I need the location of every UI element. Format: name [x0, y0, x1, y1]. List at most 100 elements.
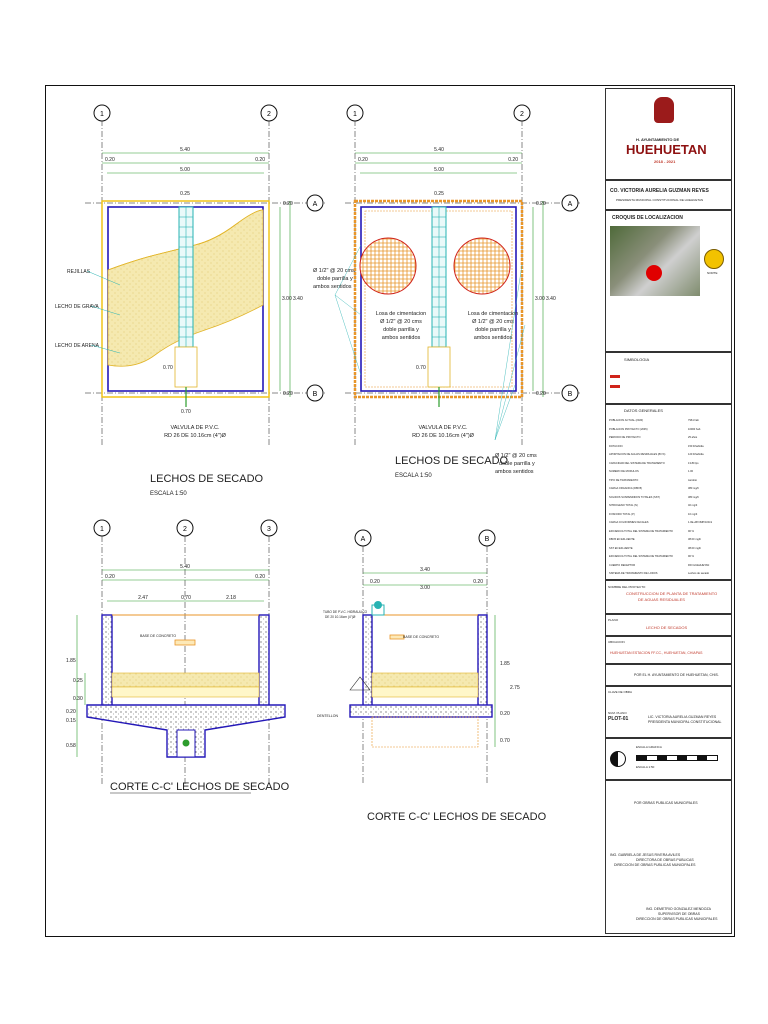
plan-1-title: LECHOS DE SECADO — [150, 473, 264, 485]
datos-label: CUERPO RECEPTOR — [609, 563, 636, 567]
axis-bubble-s1-3: 3 — [260, 519, 278, 537]
datos-value: 38.00 mg/lt — [688, 546, 701, 550]
svg-text:0.70: 0.70 — [416, 365, 426, 371]
svg-text:TUBO DE P.V.C. HIDRAULICO: TUBO DE P.V.C. HIDRAULICO — [323, 610, 368, 614]
valve-label-1: VALVULA DE P.V.C. — [170, 425, 219, 431]
svg-text:0.20: 0.20 — [508, 157, 518, 163]
axis-bubble-s1-1: 1 — [93, 519, 111, 537]
scale-icon — [610, 751, 626, 767]
datos-label: NITROGENO TOTAL (N) — [609, 504, 638, 507]
svg-text:Losa de cimentacion: Losa de cimentacion — [468, 311, 518, 317]
datos-row: CARGA ORGANICA (DBO5)380 mg/lt — [606, 485, 733, 493]
datos-row: EFICIENCIA TOTAL DEL SISTEMA DE TRATAMIE… — [606, 528, 733, 536]
svg-text:0.20: 0.20 — [283, 201, 293, 207]
svg-text:2: 2 — [183, 526, 187, 533]
datos-value: 25 años — [688, 436, 698, 439]
datos-row: SST EN EFLUENTE 38.00 mg/lt — [606, 545, 733, 553]
svg-text:1: 1 — [100, 111, 104, 118]
north-arrow-icon — [704, 249, 724, 269]
por-panel: POR EL H. AYUNTAMIENTO DE HUEHUETAN, CHI… — [605, 664, 732, 686]
svg-text:0.15: 0.15 — [66, 718, 76, 724]
location-marker — [646, 265, 662, 281]
svg-text:B: B — [313, 391, 318, 398]
plano-panel: PLANO LECHO DE SECADOS — [605, 614, 732, 636]
drawing-frame — [45, 85, 735, 937]
datos-row: NITROGENO TOTAL (N) 40 mg/lt — [606, 502, 733, 510]
section-2-title: CORTE C-C' LECHOS DE SECADO — [367, 811, 547, 823]
datos-label: SST EN EFLUENTE — [609, 546, 633, 550]
datos-value: 40 mg/lt — [688, 504, 698, 507]
label-arena: LECHO DE ARENA — [55, 343, 100, 349]
title-block: H. AYUNTAMIENTO DE HUEHUETAN 2018 - 2021… — [605, 88, 732, 934]
svg-text:DENTELLON: DENTELLON — [317, 714, 338, 718]
section-1-title: CORTE C-C' LECHOS DE SECADO — [110, 781, 290, 793]
datos-value: RIO HUEHUETAN — [688, 563, 710, 567]
svg-text:Ø 1/2" @ 20 cms: Ø 1/2" @ 20 cms — [472, 319, 514, 325]
svg-text:doble parrilla y: doble parrilla y — [317, 276, 353, 282]
svg-text:0.25: 0.25 — [73, 678, 83, 684]
svg-text:2.18: 2.18 — [226, 595, 236, 601]
datos-value: 1.0E+08 NMP/100ml — [688, 521, 713, 524]
svg-text:0.20: 0.20 — [358, 157, 368, 163]
svg-text:0.70: 0.70 — [181, 409, 191, 415]
svg-text:0.20: 0.20 — [105, 574, 115, 580]
datos-row: APORTACION DE AGUAS RESIDUALES (80 %) 120… — [606, 451, 733, 459]
svg-text:ambos sentidos: ambos sentidos — [474, 335, 513, 341]
svg-text:BASE DE CONCRETO: BASE DE CONCRETO — [140, 634, 176, 638]
axis-bubble-s2-b: B — [478, 529, 496, 547]
scale-bar — [636, 755, 718, 761]
svg-text:0.20: 0.20 — [283, 391, 293, 397]
datos-label: APORTACION DE AGUAS RESIDUALES (80 %) — [609, 453, 666, 456]
svg-text:2: 2 — [267, 111, 271, 118]
svg-text:2.47: 2.47 — [138, 595, 148, 601]
svg-text:3.40: 3.40 — [293, 296, 303, 302]
datos-value: 10000 hab — [688, 427, 701, 431]
svg-text:ESCALA 1:50: ESCALA 1:50 — [150, 491, 187, 497]
axis-bubble-1: 1 — [93, 104, 111, 122]
svg-text:0.20: 0.20 — [473, 579, 483, 585]
axis-bubble-b: B — [306, 384, 324, 402]
svg-text:0.58: 0.58 — [66, 743, 76, 749]
svg-text:Ø 1/2" @ 20 cms: Ø 1/2" @ 20 cms — [495, 453, 537, 459]
svg-text:1: 1 — [353, 111, 357, 118]
location-map — [610, 226, 700, 296]
datos-value: Aerobio — [688, 478, 697, 482]
datos-value: 120 lt/hab/dia — [688, 453, 704, 456]
svg-text:0.20: 0.20 — [66, 709, 76, 715]
svg-text:0.25: 0.25 — [180, 191, 190, 197]
svg-text:doble parrilla y: doble parrilla y — [475, 327, 511, 333]
svg-text:B: B — [485, 536, 490, 543]
svg-text:0.25: 0.25 — [434, 191, 444, 197]
svg-text:0.20: 0.20 — [255, 574, 265, 580]
datos-label: NUMERO DE MODULOS — [609, 470, 639, 473]
axis-bubble-ab: A — [561, 194, 579, 212]
datos-value: 380 mg/lt — [688, 487, 699, 490]
simbologia-panel: SIMBOLOGIA — [605, 352, 732, 404]
axis-bubble-1b: 1 — [346, 104, 364, 122]
axis-bubble-s2-a: A — [354, 529, 372, 547]
svg-text:Ø 1/2" @ 20 cms: Ø 1/2" @ 20 cms — [313, 268, 355, 274]
logo-icon — [654, 97, 674, 123]
dim-total: 5.40 — [180, 147, 190, 153]
svg-text:0.20: 0.20 — [500, 711, 510, 717]
svg-text:doble parrilla y: doble parrilla y — [383, 327, 419, 333]
svg-text:0.70: 0.70 — [181, 595, 191, 601]
datos-value: 150 lt/hab/dia — [688, 444, 704, 448]
svg-text:0.20: 0.20 — [255, 157, 265, 163]
escala-panel: ESCALA GRAFICA ESCALA 1:50 — [605, 738, 732, 780]
svg-text:3.00: 3.00 — [282, 296, 292, 302]
datos-value: 13.89 lps — [688, 461, 699, 465]
svg-text:0.20: 0.20 — [536, 201, 546, 207]
svg-text:RD 26 DE 10.16cm (4")Ø: RD 26 DE 10.16cm (4")Ø — [412, 433, 475, 439]
svg-text:3.00: 3.00 — [535, 296, 545, 302]
datos-row: CUERPO RECEPTOR RIO HUEHUETAN — [606, 562, 733, 570]
svg-text:5.40: 5.40 — [434, 147, 444, 153]
plan-2: 1 2 A B 5.40 0.20 0.20 5.00 0.25 0.70 Lo… — [334, 104, 580, 479]
plan-2-title: LECHOS DE SECADO — [395, 455, 509, 467]
svg-text:RD 26 DE 10.16cm (4")Ø: RD 26 DE 10.16cm (4")Ø — [164, 433, 227, 439]
